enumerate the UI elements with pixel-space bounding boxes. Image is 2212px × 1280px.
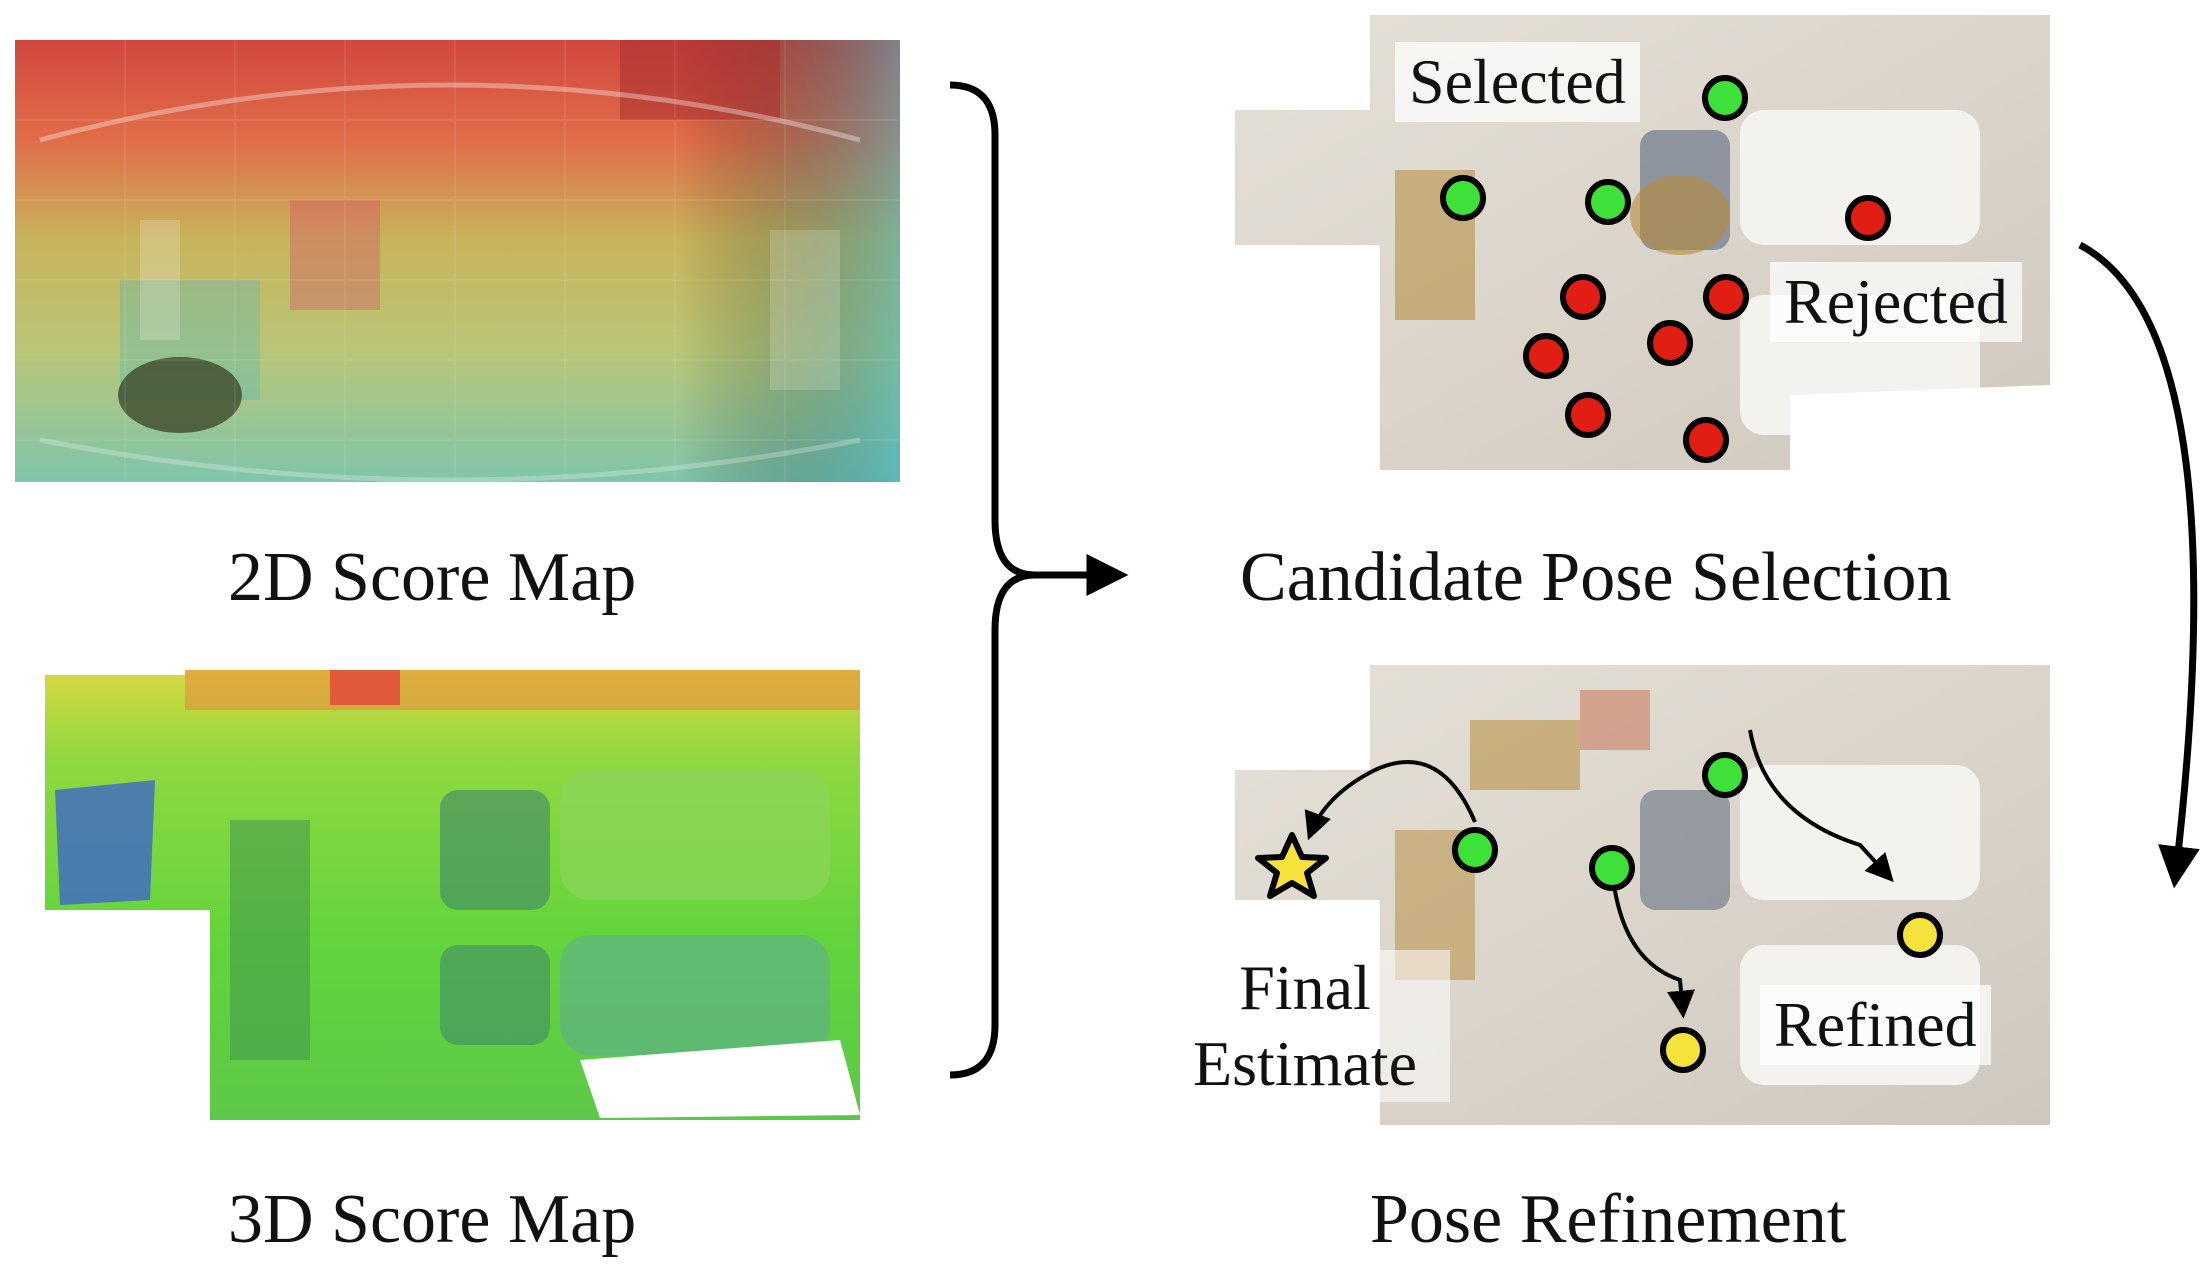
refined-label: Refined bbox=[1760, 985, 1991, 1065]
rejected-pose-marker bbox=[1523, 333, 1569, 379]
score-map-2d-image bbox=[15, 40, 900, 483]
bracket-icon bbox=[949, 81, 1039, 1079]
final-label-line1: Final bbox=[1239, 952, 1371, 1023]
selected-pose-marker bbox=[1452, 827, 1498, 873]
arrow-icon bbox=[2078, 241, 2200, 889]
caption-pose-refinement: Pose Refinement bbox=[1370, 1181, 1847, 1258]
star-icon bbox=[1255, 832, 1329, 899]
candidate-markers bbox=[1440, 75, 1891, 463]
selected-pose-marker bbox=[1585, 179, 1631, 225]
selected-label: Selected bbox=[1395, 42, 1640, 122]
rejected-pose-marker bbox=[1683, 417, 1729, 463]
rejected-pose-marker bbox=[1647, 320, 1693, 366]
selected-pose-marker bbox=[1589, 845, 1635, 891]
arrow-icon bbox=[1304, 760, 1477, 841]
final-label-line2: Estimate bbox=[1193, 1028, 1417, 1099]
selected-pose-marker bbox=[1702, 75, 1748, 121]
caption-3d-score-map: 3D Score Map bbox=[228, 1181, 637, 1258]
arrow-icon bbox=[1748, 729, 1894, 883]
refined-pose-marker bbox=[1897, 912, 1943, 958]
rejected-label: Rejected bbox=[1770, 262, 2022, 342]
candidate-room-image bbox=[1235, 15, 2050, 470]
rejected-pose-marker bbox=[1560, 274, 1606, 320]
refined-pose-marker bbox=[1660, 1027, 1706, 1073]
caption-2d-score-map: 2D Score Map bbox=[228, 539, 637, 616]
score-map-3d-image bbox=[45, 670, 860, 1120]
selected-pose-marker bbox=[1702, 752, 1748, 798]
caption-candidate-pose-selection: Candidate Pose Selection bbox=[1240, 539, 1952, 616]
selected-pose-marker bbox=[1440, 175, 1486, 221]
refinement-markers bbox=[1255, 752, 1943, 1073]
rejected-pose-marker bbox=[1565, 392, 1611, 438]
rejected-pose-marker bbox=[1703, 274, 1749, 320]
final-estimate-label: Final Estimate bbox=[1160, 950, 1450, 1102]
rejected-pose-marker bbox=[1845, 195, 1891, 241]
